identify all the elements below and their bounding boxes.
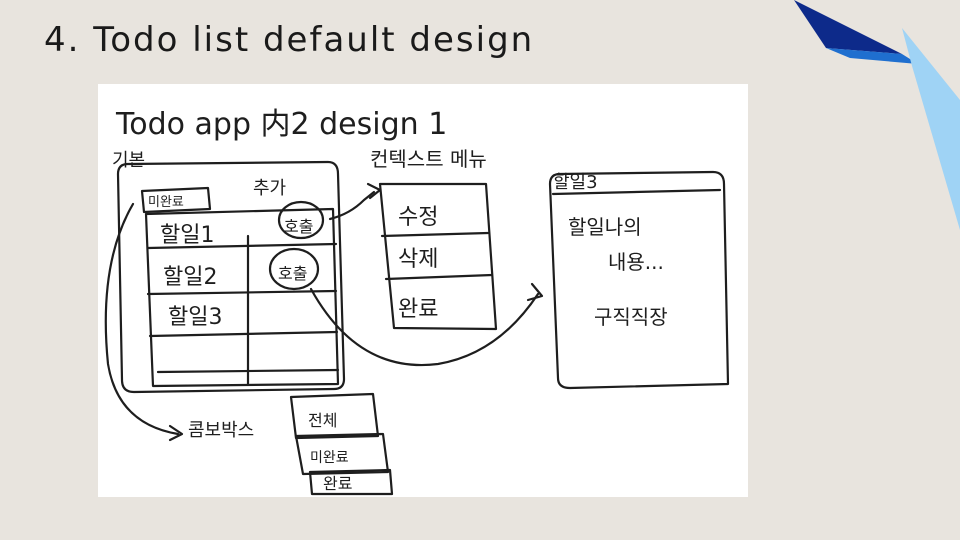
combo-option-all: 전체 <box>308 411 337 430</box>
slide-title: 4. Todo list default design <box>44 20 535 60</box>
combo-option-incomplete: 미완료 <box>310 450 349 466</box>
combo-option-complete: 완료 <box>323 474 352 493</box>
context-menu-edit: 수정 <box>398 205 438 230</box>
detail-screen-label: 할일3 <box>553 172 598 193</box>
sketch-heading: Todo app 内2 design 1 <box>115 107 447 142</box>
context-menu-label: 컨텍스트 메뉴 <box>370 147 487 171</box>
sketch-image: Todo app 内2 design 1 기본 미완료 추가 할일1 할일2 할… <box>98 84 748 497</box>
hand-drawn-wireframe: Todo app 内2 design 1 기본 미완료 추가 할일1 할일2 할… <box>104 107 730 496</box>
detail-screen-frame <box>548 170 730 390</box>
todo-item-1: 할일1 <box>160 223 214 248</box>
todo-item-3: 할일3 <box>168 305 222 330</box>
context-menu-complete: 완료 <box>398 297 438 322</box>
detail-content-line-1: 할일나의 <box>568 215 642 239</box>
add-button-label: 추가 <box>253 178 286 199</box>
main-screen-frame <box>116 160 346 394</box>
context-menu-frame <box>378 182 498 331</box>
filter-tab-label: 미완료 <box>148 195 184 210</box>
main-screen-label: 기본 <box>112 150 145 171</box>
context-menu-delete: 삭제 <box>398 247 438 272</box>
combo-box-label: 콤보박스 <box>188 420 254 441</box>
item-action-2: 호출 <box>278 264 307 283</box>
combo-box-frame <box>289 392 380 440</box>
detail-content-line-2: 내용... <box>608 250 664 274</box>
item-action-1: 호출 <box>284 217 313 236</box>
detail-extra: 구직직장 <box>594 305 668 329</box>
todo-item-2: 할일2 <box>163 265 217 290</box>
corner-decoration <box>794 0 960 230</box>
